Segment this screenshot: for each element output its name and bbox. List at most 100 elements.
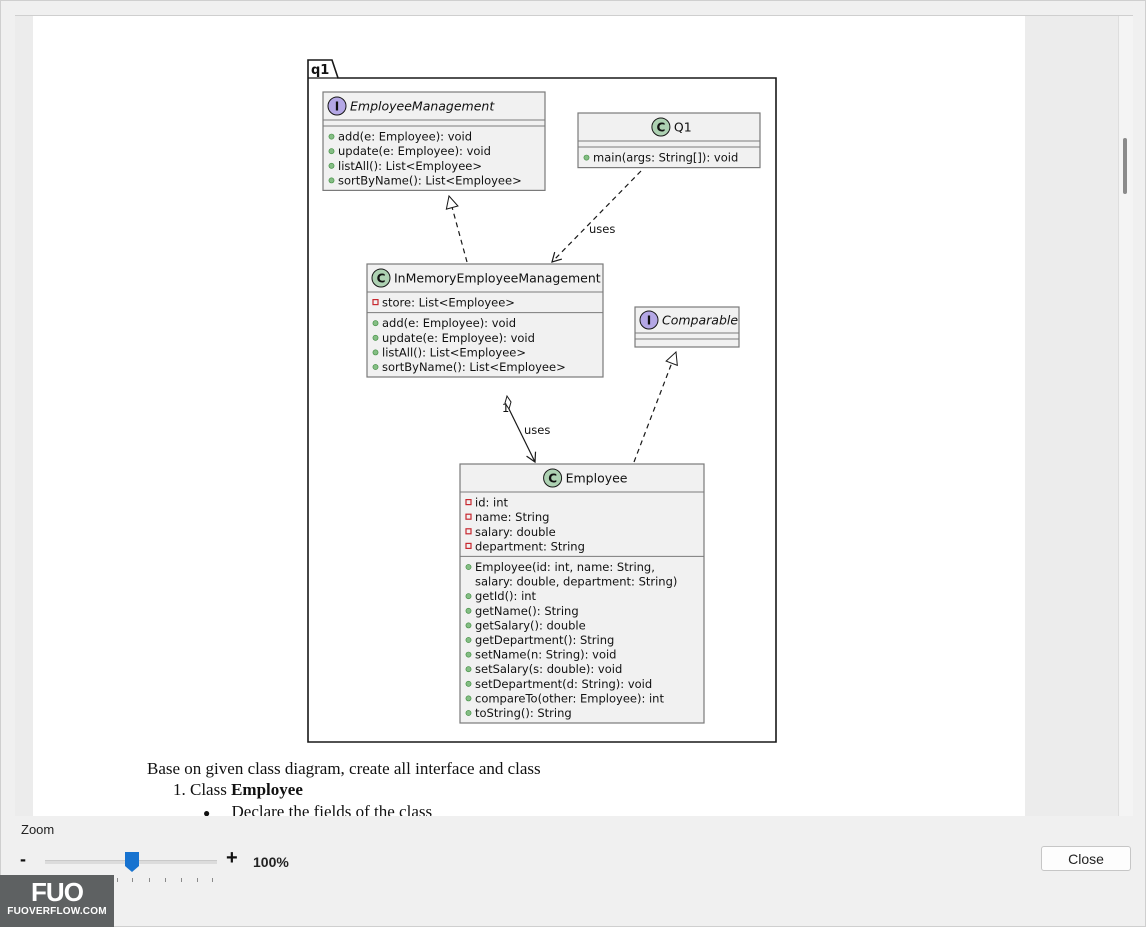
- zoom-value: 100%: [253, 854, 289, 870]
- class-method: update(e: Employee): void: [382, 331, 535, 345]
- class-field: name: String: [475, 510, 549, 524]
- scrollbar-thumb[interactable]: [1123, 138, 1127, 194]
- package-outline: [307, 59, 777, 743]
- zoom-tick: [181, 878, 182, 882]
- stereotype-letter: C: [548, 472, 557, 486]
- class-method: sortByName(): List<Employee>: [338, 173, 522, 187]
- interface-stereotype-icon: [327, 96, 347, 116]
- private-field-icon: [372, 299, 379, 306]
- public-method-icon: [465, 710, 472, 716]
- class-method: setName(n: String): void: [475, 648, 616, 662]
- class-box-rect: [366, 263, 604, 378]
- public-method-icon: [465, 637, 472, 643]
- association-label: uses: [524, 423, 550, 437]
- class-stereotype-icon: [371, 268, 391, 288]
- zoom-tick: [165, 878, 166, 882]
- class-method: update(e: Employee): void: [338, 144, 491, 158]
- stereotype-letter: I: [647, 314, 651, 328]
- class-name: Employee: [566, 471, 628, 486]
- dependency-label: uses: [589, 222, 615, 236]
- class-name: Comparable: [662, 313, 738, 328]
- class-box-in-memory: C InMemoryEmployeeManagement store: List<E…: [366, 263, 604, 378]
- class-method: setDepartment(d: String): void: [475, 677, 652, 691]
- zoom-tick: [117, 878, 118, 882]
- private-field-icon: [465, 528, 472, 535]
- logo-text: FUOVERFLOW.COM: [7, 906, 107, 917]
- public-method-icon: [465, 695, 472, 702]
- close-button[interactable]: Close: [1041, 846, 1131, 871]
- zoom-out-button[interactable]: -: [20, 849, 26, 869]
- stereotype-letter: C: [656, 121, 665, 135]
- public-method-icon: [372, 320, 379, 327]
- class-method: Employee(id: int, name: String,: [475, 560, 655, 574]
- class-method: getSalary(): double: [475, 618, 586, 632]
- bullet-text: Declare the fields of the class: [231, 802, 433, 816]
- uml-class-diagram: q1I EmployeeManagement add(e: Employee): v…: [307, 59, 777, 743]
- class-method: getName(): String: [475, 604, 579, 618]
- zoom-tick: [149, 878, 150, 882]
- realization-arrow: [633, 352, 676, 463]
- class-field: store: List<Employee>: [382, 296, 515, 310]
- bullet-item: ● Declare the fields of the class: [203, 802, 432, 816]
- public-method-icon: [328, 162, 335, 169]
- public-method-icon: [583, 154, 590, 161]
- class-name: EmployeeManagement: [350, 99, 495, 114]
- vertical-scrollbar[interactable]: [1118, 16, 1133, 816]
- package-frame: q1: [307, 59, 777, 743]
- class-method: toString(): String: [475, 706, 572, 720]
- class-field: salary: double: [475, 525, 556, 539]
- association-arrow: [508, 408, 537, 464]
- zoom-slider-thumb[interactable]: [125, 852, 139, 872]
- public-method-icon: [372, 334, 379, 341]
- class-stereotype-icon: [651, 117, 671, 137]
- dependency-arrow: [551, 170, 642, 263]
- class-method: add(e: Employee): void: [382, 316, 516, 330]
- zoom-tick: [197, 878, 198, 882]
- zoom-label: Zoom: [21, 822, 55, 837]
- class-method: setSalary(s: double): void: [475, 662, 622, 676]
- package-label: q1: [311, 63, 329, 78]
- private-field-icon: [465, 513, 472, 520]
- public-method-icon: [465, 680, 472, 687]
- logo-mark: FUO: [31, 877, 84, 907]
- zoom-in-button[interactable]: +: [226, 847, 238, 869]
- class-box-rect: [459, 463, 705, 724]
- numbered-item-prefix: 1. Class: [173, 780, 232, 799]
- class-method: salary: double, department: String): [475, 575, 677, 589]
- public-method-icon: [465, 593, 472, 600]
- interface-stereotype-icon: [639, 310, 659, 330]
- class-method: sortByName(): List<Employee>: [382, 360, 566, 374]
- private-field-icon: [465, 499, 472, 506]
- class-method: listAll(): List<Employee>: [338, 159, 482, 173]
- bullet-icon: ●: [203, 806, 211, 816]
- class-method: getDepartment(): String: [475, 633, 614, 647]
- class-method: add(e: Employee): void: [338, 130, 472, 144]
- private-field-icon: [465, 542, 472, 550]
- class-name: InMemoryEmployeeManagement: [394, 271, 601, 286]
- zoom-tick: [132, 878, 133, 882]
- zoom-tick: [212, 878, 213, 882]
- public-method-icon: [328, 148, 335, 155]
- instruction-paragraph: Base on given class diagram, create all …: [147, 759, 541, 778]
- class-field: id: int: [475, 496, 509, 510]
- class-box-comparable: I Comparable: [634, 306, 740, 348]
- realization-arrow: [449, 196, 468, 263]
- class-field: department: String: [475, 539, 585, 553]
- class-method: getId(): int: [475, 589, 537, 603]
- class-method: listAll(): List<Employee>: [382, 345, 526, 359]
- public-method-icon: [465, 564, 472, 570]
- numbered-item-1: 1. Class Employee: [173, 780, 303, 800]
- numbered-item-class-name: Employee: [231, 780, 303, 799]
- class-method: compareTo(other: Employee): int: [475, 691, 664, 705]
- public-method-icon: [465, 622, 472, 629]
- public-method-icon: [328, 133, 335, 140]
- stereotype-letter: C: [377, 272, 386, 286]
- public-method-icon: [372, 349, 379, 356]
- public-method-icon: [328, 177, 335, 184]
- multiplicity-label: 1: [502, 401, 509, 415]
- public-method-icon: [465, 666, 472, 673]
